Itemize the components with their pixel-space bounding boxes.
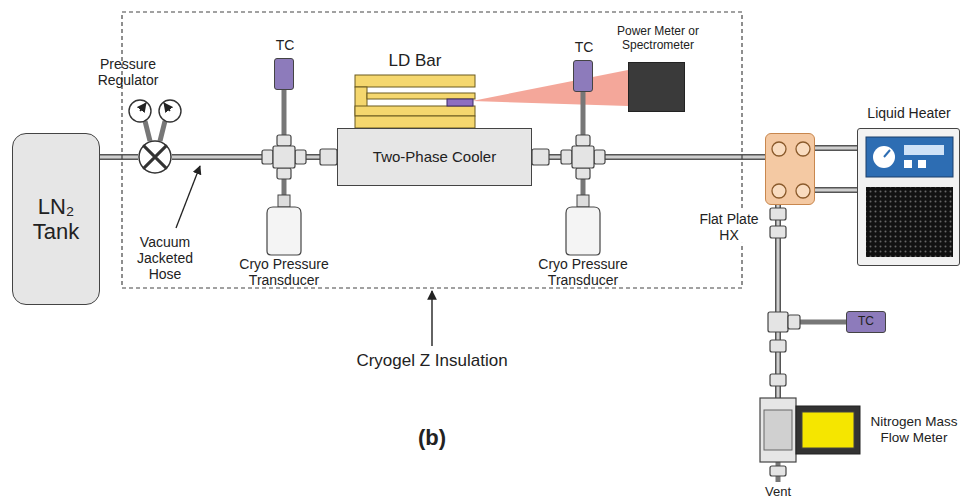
node-label: Liquid Heater xyxy=(854,105,964,121)
annotation: Vent xyxy=(753,485,803,500)
pressure-transducer-shape xyxy=(564,195,602,255)
node-label: Cryo Pressure Transducer xyxy=(224,256,344,288)
process-box: Two-Phase Cooler xyxy=(337,128,532,186)
node-label: Cryo Pressure Transducer xyxy=(523,256,643,288)
laser-beam xyxy=(472,70,628,106)
mass-flow-meter: Nitrogen Mass Flow Meter xyxy=(760,398,862,462)
pipe xyxy=(815,187,857,193)
liquid-heater-shape xyxy=(858,129,961,267)
thermocouple: TC xyxy=(846,311,886,333)
cross-fitting xyxy=(262,135,306,179)
pressure-regulator-shape xyxy=(138,140,172,174)
stems xyxy=(145,90,846,482)
panel-tag: (b) xyxy=(402,425,462,450)
node-label: LD Bar xyxy=(370,51,460,71)
node-label: Flat Plate HX xyxy=(696,211,762,243)
pressure-transducer: Cryo Pressure Transducer xyxy=(564,195,602,255)
pipe xyxy=(100,154,138,160)
node-label: TC xyxy=(564,39,604,55)
leader-arrow xyxy=(431,291,432,346)
pipe xyxy=(815,145,857,151)
leader-arrow xyxy=(176,166,200,228)
laser-diode-bar: LD Bar xyxy=(355,75,475,128)
mass-flow-meter-shape xyxy=(760,398,862,462)
thermocouple: TC xyxy=(274,58,294,90)
node-label: Pressure Regulator xyxy=(86,56,170,88)
node-label: Power Meter or Spectrometer xyxy=(614,25,702,53)
pressure-transducer-shape xyxy=(265,195,303,255)
power-meter: Power Meter or Spectrometer xyxy=(628,62,685,112)
pressure-gauge xyxy=(129,100,181,122)
heat-exchanger: Flat Plate HX xyxy=(765,133,815,205)
thermocouple: TC xyxy=(573,60,593,92)
node-label: Two-Phase Cooler xyxy=(373,148,496,165)
cross-fitting xyxy=(561,135,605,179)
pressure-regulator: Pressure Regulator xyxy=(138,140,172,174)
laser-diode-bar-shape xyxy=(355,75,475,128)
pipe-core xyxy=(815,147,857,150)
pipe-core xyxy=(172,156,337,159)
pressure-transducer: Cryo Pressure Transducer xyxy=(265,195,303,255)
insulation-boundary xyxy=(122,12,742,288)
liquid-heater: Liquid Heater xyxy=(857,128,960,266)
pipe-fitting xyxy=(320,149,800,476)
node-label: LN₂ Tank xyxy=(24,194,88,245)
node-label: TC xyxy=(858,315,874,329)
heat-exchanger-shape xyxy=(766,134,816,206)
annotation: Cryogel Z Insulation xyxy=(312,351,552,371)
pipe-core xyxy=(815,189,857,192)
tank: LN₂ Tank xyxy=(12,133,100,305)
pipe-core xyxy=(100,156,138,159)
node-label: Nitrogen Mass Flow Meter xyxy=(867,414,961,445)
node-label: TC xyxy=(265,37,305,53)
annotation: Vacuum Jacketed Hose xyxy=(129,234,201,282)
pipe xyxy=(172,154,337,160)
